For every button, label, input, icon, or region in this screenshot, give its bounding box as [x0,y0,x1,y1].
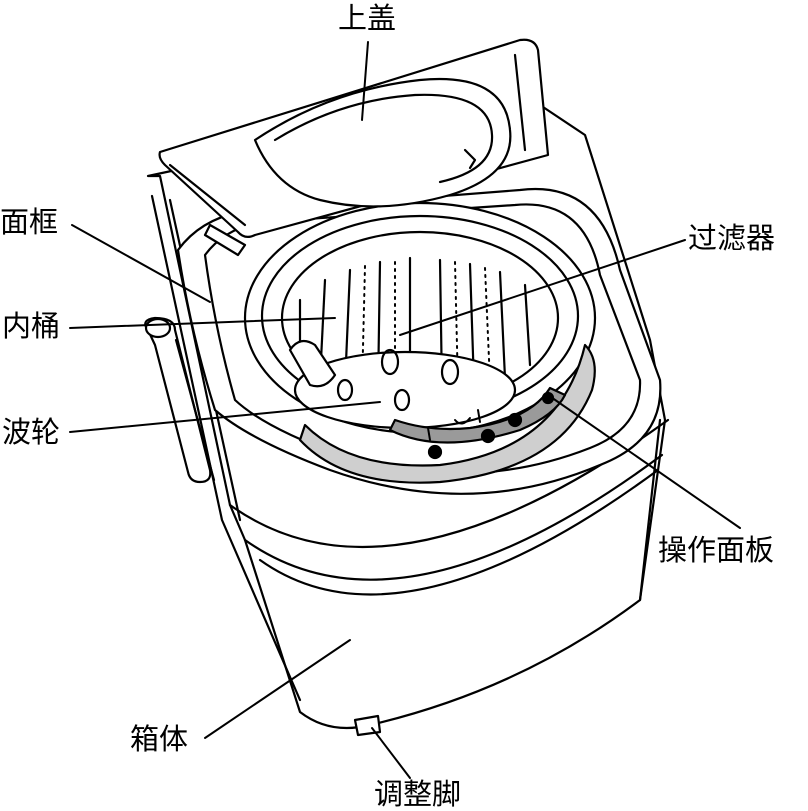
leader-frame [71,224,211,303]
leader-control-panel [547,394,741,529]
leader-inner-drum [69,317,336,329]
label-cabinet: 箱体 [130,722,189,756]
leader-lines [69,41,741,779]
leader-filter [399,239,686,336]
label-pulsator: 波轮 [2,415,61,449]
leader-cabinet [204,639,351,739]
label-inner-drum: 内桶 [2,309,61,343]
label-top-lid: 上盖 [338,1,397,35]
side-handle [144,316,216,484]
label-control-panel: 操作面板 [658,533,775,567]
leader-adjustable-foot [371,727,411,779]
label-adjustable-foot: 调整脚 [374,777,462,811]
label-frame: 面框 [0,205,59,239]
pulsator [288,339,517,430]
leader-top-lid [361,41,369,121]
label-filter: 过滤器 [688,221,776,255]
leader-pulsator [69,401,381,433]
top-lid [158,38,550,257]
